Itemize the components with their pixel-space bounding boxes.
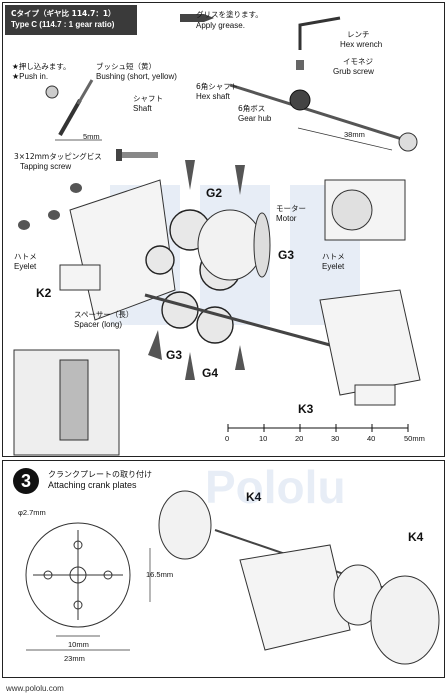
- motor-part: [197, 209, 271, 281]
- label-k2: K2: [36, 286, 52, 300]
- type-header: Cタイプ（ギヤ比 114.7：1） Type C (114.7 : 1 gear…: [5, 5, 137, 35]
- plate-height-dim: 16.5mm: [146, 570, 174, 579]
- ruler-tick-10: 10: [259, 434, 268, 443]
- tapping-screw-jp: 3×12mmタッピングビス: [14, 152, 102, 161]
- grease-arrows: [148, 160, 245, 380]
- plate-width-dim-23: 23mm: [64, 654, 85, 663]
- hex-shaft-jp: 6角シャフト: [196, 82, 239, 91]
- hex-shaft-part: [229, 83, 418, 152]
- grub-screw-part: [296, 60, 304, 70]
- step3-title-jp: クランクプレートの取り付け: [48, 470, 152, 479]
- hole-diameter: φ2.7mm: [18, 508, 46, 517]
- screws-left: [18, 183, 82, 230]
- grease-icon: [180, 14, 214, 22]
- motor-en: Motor: [276, 214, 297, 223]
- label-g3-left: G3: [166, 348, 183, 362]
- crank-plate-3d-bottom: [370, 575, 440, 665]
- label-g3-right: G3: [278, 248, 295, 262]
- eyelet-left-jp: ハトメ: [14, 252, 37, 261]
- spacer-jp: スペーサー（長）: [74, 310, 134, 319]
- hex-shaft-en: Hex shaft: [196, 92, 230, 101]
- ruler-tick-30: 30: [331, 434, 340, 443]
- eyelet-right-jp: ハトメ: [322, 252, 345, 261]
- header-title-en: Type C (114.7 : 1 gear ratio): [11, 20, 115, 29]
- grease-label-en: Apply grease.: [196, 21, 245, 30]
- label-g4: G4: [202, 366, 219, 380]
- push-in-en: ★Push in.: [12, 72, 49, 81]
- ruler-tick-40: 40: [367, 434, 376, 443]
- crank-plate-drawing: [25, 522, 151, 651]
- step3-title-en: Attaching crank plates: [48, 480, 137, 490]
- grub-screw-en: Grub screw: [333, 67, 374, 76]
- watermark-text: Pololu: [205, 461, 346, 513]
- header-title-jp: Cタイプ（ギヤ比 114.7：1）: [11, 9, 116, 18]
- gear-hub-jp: 6角ボス: [238, 104, 266, 113]
- tapping-screw-en: Tapping screw: [20, 162, 72, 171]
- eyelet-left-en: Eyelet: [14, 262, 37, 271]
- footer-url: www.pololu.com: [6, 684, 64, 693]
- long-shaft: [144, 293, 331, 347]
- hex-wrench-en: Hex wrench: [340, 40, 383, 49]
- ruler-tick-20: 20: [295, 434, 304, 443]
- hex-wrench-jp: レンチ: [347, 30, 370, 39]
- step-panel-gearbox: [2, 2, 445, 457]
- step-number: 3: [13, 468, 39, 494]
- gearbox-frame-right: [319, 289, 421, 406]
- step-panel-crank: [2, 460, 445, 678]
- eyelet-right-en: Eyelet: [322, 262, 345, 271]
- label-k3: K3: [298, 402, 314, 416]
- motor-jp: モーター: [276, 204, 306, 213]
- ruler-tick-50: 50mm: [404, 434, 425, 443]
- bushing-jp: ブッシュ短（黄）: [96, 62, 156, 71]
- plate-width-dim-10: 10mm: [68, 640, 89, 649]
- inset-gear-view: [13, 349, 120, 456]
- hex-wrench-part: [298, 16, 341, 50]
- label-k4-right: K4: [408, 530, 424, 544]
- ruler-tick-0: 0: [225, 434, 230, 443]
- shaft-jp: シャフト: [133, 94, 163, 103]
- tapping-screw-part: [116, 149, 158, 161]
- crank-gearbox: [239, 544, 383, 651]
- gearbox-frame-left: [59, 179, 176, 321]
- shaft-dimension: 5mm: [83, 132, 100, 141]
- spacer-en: Spacer (long): [74, 320, 123, 329]
- shaft-en: Shaft: [133, 104, 152, 113]
- grub-screw-jp: イモネジ: [343, 57, 373, 66]
- label-g2: G2: [206, 186, 223, 200]
- push-in-jp: ★押し込みます。: [12, 62, 71, 71]
- label-k4-top: K4: [246, 490, 262, 504]
- bushing-en: Bushing (short, yellow): [96, 72, 177, 81]
- shaft-bushing-part: [45, 79, 102, 141]
- gear-hub-en: Gear hub: [238, 114, 272, 123]
- motor-bracket: [324, 179, 406, 241]
- crank-plate-3d-top: [158, 490, 212, 560]
- scale-ruler: [227, 424, 409, 432]
- grease-label-jp: グリスを塗ります。: [196, 10, 263, 19]
- hex-dimension: 38mm: [344, 130, 365, 139]
